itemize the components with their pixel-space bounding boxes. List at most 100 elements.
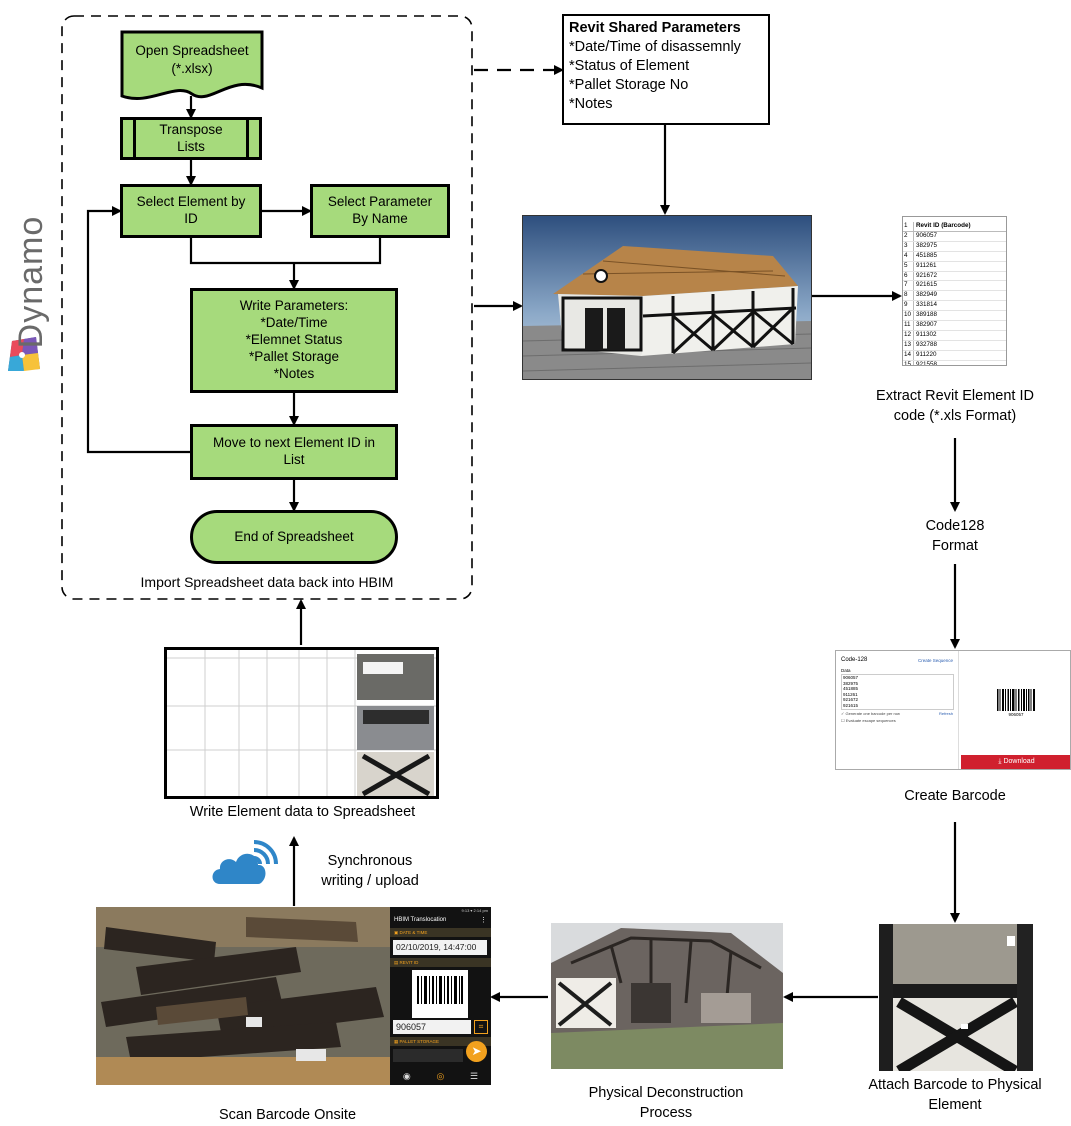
extract-ids-caption: Extract Revit Element ID code (*.xls For… [876, 388, 1034, 424]
table-row-number: 10 [903, 311, 914, 321]
table-row-number: 13 [903, 340, 914, 350]
table-cell-id: 911220 [916, 350, 937, 358]
data-value: 451885 [843, 686, 859, 691]
phone-status-bar: 9:13 ▾ 2:14 pm [461, 908, 488, 913]
create-barcode-caption: Create Barcode [904, 788, 1006, 804]
table-cell-id: 451885 [916, 251, 938, 259]
write-parameters-label: Write Parameters: *Date/Time *Elemnet St… [239, 298, 349, 381]
table-cell-id: 932788 [916, 340, 938, 348]
data-value: 921615 [843, 702, 859, 708]
element-spreadsheet-image [164, 647, 439, 799]
dynamo-logo-icon [8, 337, 40, 371]
data-value: 921672 [843, 697, 859, 702]
revit-model-image [522, 215, 812, 380]
table-row-number: 5 [903, 261, 914, 271]
option-one-label: Generate one barcode per row [845, 711, 900, 716]
option-one-row[interactable]: ✓ Generate one barcode per row [841, 711, 900, 716]
shared-parameters-box: Revit Shared Parameters *Date/Time of di… [562, 14, 770, 125]
revit-id-field[interactable]: 906057 [393, 1020, 471, 1034]
select-element-node: Select Element by ID [120, 184, 262, 238]
table-row-number: 8 [903, 291, 914, 301]
shared-parameter-item: *Date/Time of disassemnly [569, 39, 741, 55]
download-button[interactable]: ⤓ Download [961, 755, 1070, 769]
phone-nav-bar: ◉ ◎ ☰ [390, 1067, 491, 1085]
nav-home-icon[interactable]: ◉ [402, 1070, 411, 1081]
table-row-number: 3 [903, 241, 914, 251]
table-cell-id: 911302 [916, 330, 937, 338]
attach-barcode-caption: Attach Barcode to Physical Element [868, 1077, 1042, 1113]
revit-label: REVIT ID [399, 960, 419, 965]
pallet-section-header: ▦ PALLET STORAGE [390, 1037, 491, 1046]
dynamo-group-caption: Import Spreadsheet data back into HBIM [140, 574, 394, 590]
dynamo-wordmark: Dynamo [12, 215, 50, 349]
scan-button-icon[interactable]: ⌗ [474, 1020, 488, 1034]
create-sequence-link[interactable]: Create Sequence [917, 658, 953, 663]
table-header-cell: Revit ID (Barcode) [916, 222, 971, 229]
table-cell-id: 921672 [916, 271, 938, 279]
submit-button[interactable]: ➤ [466, 1041, 487, 1062]
data-textarea[interactable]: 906057 382975 451885 911261 921672 92161… [841, 674, 954, 710]
table-row-number: 6 [903, 271, 914, 281]
table-cell-id: 906057 [916, 231, 938, 239]
pallet-icon: ▦ [394, 1039, 400, 1044]
timber-pallet-photo [96, 907, 390, 1085]
cloud-upload-icon [212, 840, 278, 884]
select-parameter-node: Select Parameter By Name [310, 184, 450, 238]
barcode-generator-screenshot: Code-128 Create Sequence Data 906057 382… [835, 650, 1071, 770]
code128-caption: Code128 Format [925, 518, 985, 554]
move-next-label: Move to next Element ID in List [212, 435, 376, 467]
table-row-number: 1 [903, 222, 914, 231]
table-row-number: 15 [903, 360, 914, 365]
loop-back-arrow [86, 206, 191, 454]
revit-section-header: ▤ REVIT ID [390, 958, 491, 967]
table-cell-id: 331814 [916, 301, 938, 309]
barcode-section-icon: ▤ [394, 960, 400, 965]
scan-onsite-caption: Scan Barcode Onsite [218, 1107, 357, 1123]
table-header-row: 1 Revit ID (Barcode) [903, 222, 1006, 232]
nav-list-icon[interactable]: ☰ [470, 1070, 479, 1081]
refresh-link[interactable]: Refresh [938, 711, 953, 716]
date-section-header: ▣ DATE & TIME [390, 928, 491, 937]
app-menu-icon[interactable]: ⋮ [480, 917, 487, 924]
table-row-number: 9 [903, 301, 914, 311]
scanned-barcode-preview [412, 970, 468, 1018]
generator-right-panel: 906057 ⤓ Download [959, 651, 1070, 769]
table-cell-id: 382907 [916, 321, 938, 329]
option-two-row[interactable]: ☐ Evaluate escape sequences [841, 718, 896, 723]
end-spreadsheet-node: End of Spreadsheet [190, 510, 398, 564]
select-element-label: Select Element by ID [136, 194, 246, 226]
app-title: HBIM Translocation [394, 917, 447, 923]
table-row-number: 11 [903, 321, 914, 330]
checkbox-icon: ☐ [841, 718, 846, 723]
option-two-label: Evaluate escape sequences [845, 718, 896, 723]
shared-parameter-item: *Pallet Storage No [569, 77, 689, 93]
table-cell-id: 911261 [916, 261, 937, 269]
write-parameters-node: Write Parameters: *Date/Time *Elemnet St… [190, 288, 398, 393]
nav-wifi-icon[interactable]: ◎ [436, 1070, 445, 1081]
phone-app-screen: 9:13 ▾ 2:14 pm HBIM Translocation ⋮ ▣ DA… [390, 907, 491, 1085]
table-cell-id: 921615 [916, 281, 938, 289]
download-icon: ⤓ [998, 758, 1004, 765]
table-cell-id: 382949 [916, 291, 938, 299]
open-spreadsheet-label: Open Spreadsheet (*.xlsx) [135, 43, 249, 77]
date-field[interactable]: 02/10/2019, 14:47:00 [393, 940, 487, 955]
table-cell-id: 382975 [916, 241, 938, 249]
transpose-lists-node: Transpose Lists [120, 117, 262, 160]
pallet-field[interactable] [393, 1049, 463, 1062]
move-next-node: Move to next Element ID in List [190, 424, 398, 480]
transpose-right-bar [246, 120, 249, 157]
barcode-value: 906057 [1008, 712, 1024, 717]
pallet-label: PALLET STORAGE [399, 1039, 440, 1044]
